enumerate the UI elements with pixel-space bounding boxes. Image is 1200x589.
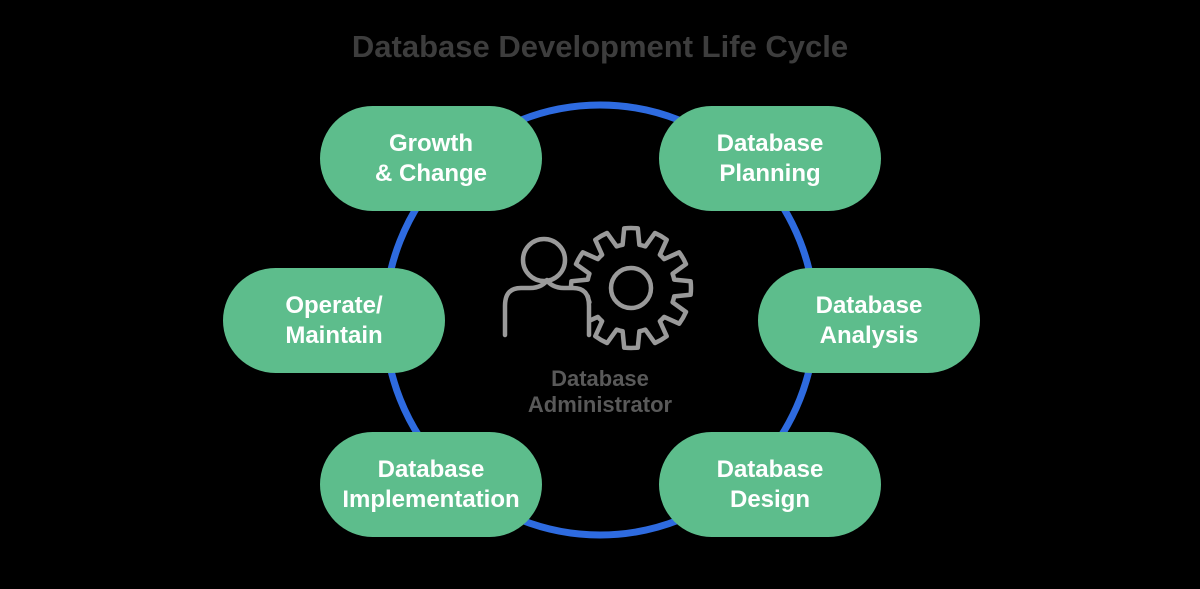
node-operate-maintain: Operate/ Maintain bbox=[223, 268, 445, 373]
node-database-design: Database Design bbox=[659, 432, 881, 537]
node-database-implementation: Database Implementation bbox=[320, 432, 542, 537]
gear-icon bbox=[568, 225, 694, 351]
page-title: Database Development Life Cycle bbox=[351, 29, 849, 64]
person-icon bbox=[502, 236, 592, 338]
database-administrator-icon bbox=[502, 225, 694, 351]
node-growth-change: Growth & Change bbox=[320, 106, 542, 211]
node-database-analysis: Database Analysis bbox=[758, 268, 980, 373]
node-database-planning: Database Planning bbox=[659, 106, 881, 211]
center-label: Database Administrator bbox=[527, 366, 673, 417]
